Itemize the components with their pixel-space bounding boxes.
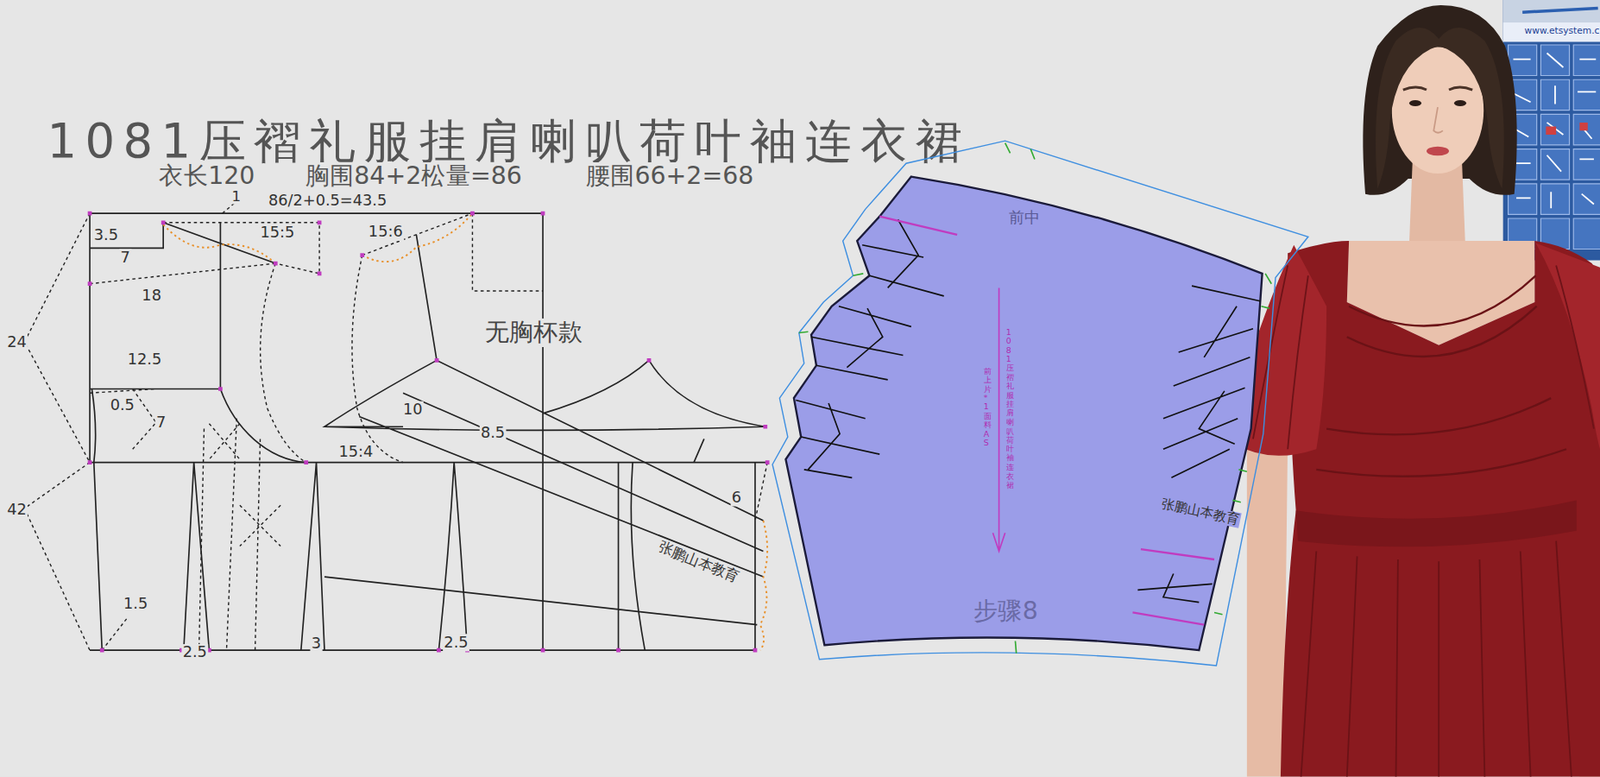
watermark: 张鹏山本教育 <box>655 537 743 586</box>
dimension-label: 15:5 <box>258 224 296 242</box>
diagram-title: 1081压褶礼服挂肩喇叭荷叶袖连衣裙 <box>45 113 972 169</box>
front-drape <box>324 234 766 650</box>
model-figure <box>1454 100 1467 107</box>
software-toolbar <box>1522 7 1598 13</box>
grain-line <box>992 287 1005 551</box>
dimension-label: 15:4 <box>337 442 374 460</box>
model-figure <box>1409 100 1422 107</box>
dimension-label: 0.5 <box>109 396 137 415</box>
model-figure <box>1301 541 1572 777</box>
dimension-label: 15:6 <box>367 223 404 241</box>
software-toolbar <box>1503 0 1600 23</box>
dimension-label: 42 <box>6 501 28 519</box>
piece-label: 前中 <box>1007 208 1041 227</box>
model-figure <box>1362 5 1517 196</box>
model-figure <box>1232 242 1600 455</box>
dimension-label: 10 <box>402 401 424 419</box>
dimension-label: 1.5 <box>122 594 150 612</box>
software-toolbar <box>1545 122 1588 135</box>
piece-vertical-text: 1081压褶礼服挂肩喇叭荷叶袖连衣裙 <box>1006 328 1015 491</box>
measurement-note: 衣长120 <box>157 162 256 191</box>
point-mark <box>22 211 770 653</box>
guide-line <box>24 201 768 650</box>
dimension-label: 2.5 <box>181 643 208 662</box>
model-figure <box>1232 5 1600 777</box>
pleat-fold-line <box>1137 285 1260 603</box>
model-figure <box>1296 499 1577 547</box>
step-label: 步骤8 <box>972 597 1040 626</box>
model-figure <box>1280 240 1600 777</box>
software-toolbar <box>1508 44 1600 249</box>
url-text: www.etsystem.c <box>1523 25 1600 37</box>
seam-allowance <box>772 140 1309 666</box>
dimension-label: 3.5 <box>93 226 120 244</box>
software-toolbar <box>1503 0 1600 261</box>
back-bodice <box>89 222 307 650</box>
curve-match-mark <box>163 213 768 650</box>
draft-frame <box>89 213 768 650</box>
measurement-note: 腰围66+2=68 <box>585 162 756 191</box>
dimension-label: 7 <box>119 249 132 267</box>
model-figure <box>1316 275 1567 477</box>
pattern-draft <box>89 213 768 650</box>
pleat-fold-line <box>795 219 944 478</box>
guide-line <box>260 213 769 521</box>
dimension-label: 3 <box>309 634 322 652</box>
model-figure <box>1433 107 1443 133</box>
dimension-label: 18 <box>140 286 163 304</box>
pleat-edge-line <box>879 216 1215 625</box>
model-figure <box>1375 27 1505 189</box>
dimension-label: 1 <box>230 188 242 205</box>
dart-line <box>183 462 468 651</box>
dimension-label: 12.5 <box>126 351 164 369</box>
software-toolbar <box>1503 22 1600 42</box>
model-figure <box>1403 87 1473 90</box>
dimension-label: 7 <box>155 414 168 432</box>
dimension-label: 8.5 <box>479 424 507 442</box>
guide-line <box>199 418 282 650</box>
curve-match-mark <box>163 213 768 650</box>
dimension-label: 86/2+0.5=43.5 <box>267 191 389 209</box>
software-toolbar <box>1512 52 1596 208</box>
piece-vertical-text: 前上片*1 面料A S <box>983 367 992 449</box>
model-figure <box>1426 146 1449 157</box>
piece-outline <box>785 176 1262 651</box>
piece-shape <box>765 132 1322 680</box>
pattern-piece: 前中1081压褶礼服挂肩喇叭荷叶袖连衣裙前上片*1 面料A S张鹏山本教育步骤8 <box>765 132 1322 680</box>
style-note: 无胸杯款 <box>483 318 584 347</box>
notch-mark <box>799 143 1272 654</box>
dimension-label: 24 <box>6 333 28 352</box>
dimension-label: 6 <box>730 488 744 506</box>
measurement-note: 胸围84+2松量=86 <box>303 162 523 191</box>
point-mark <box>22 211 770 653</box>
dimension-label: 2.5 <box>442 633 470 651</box>
